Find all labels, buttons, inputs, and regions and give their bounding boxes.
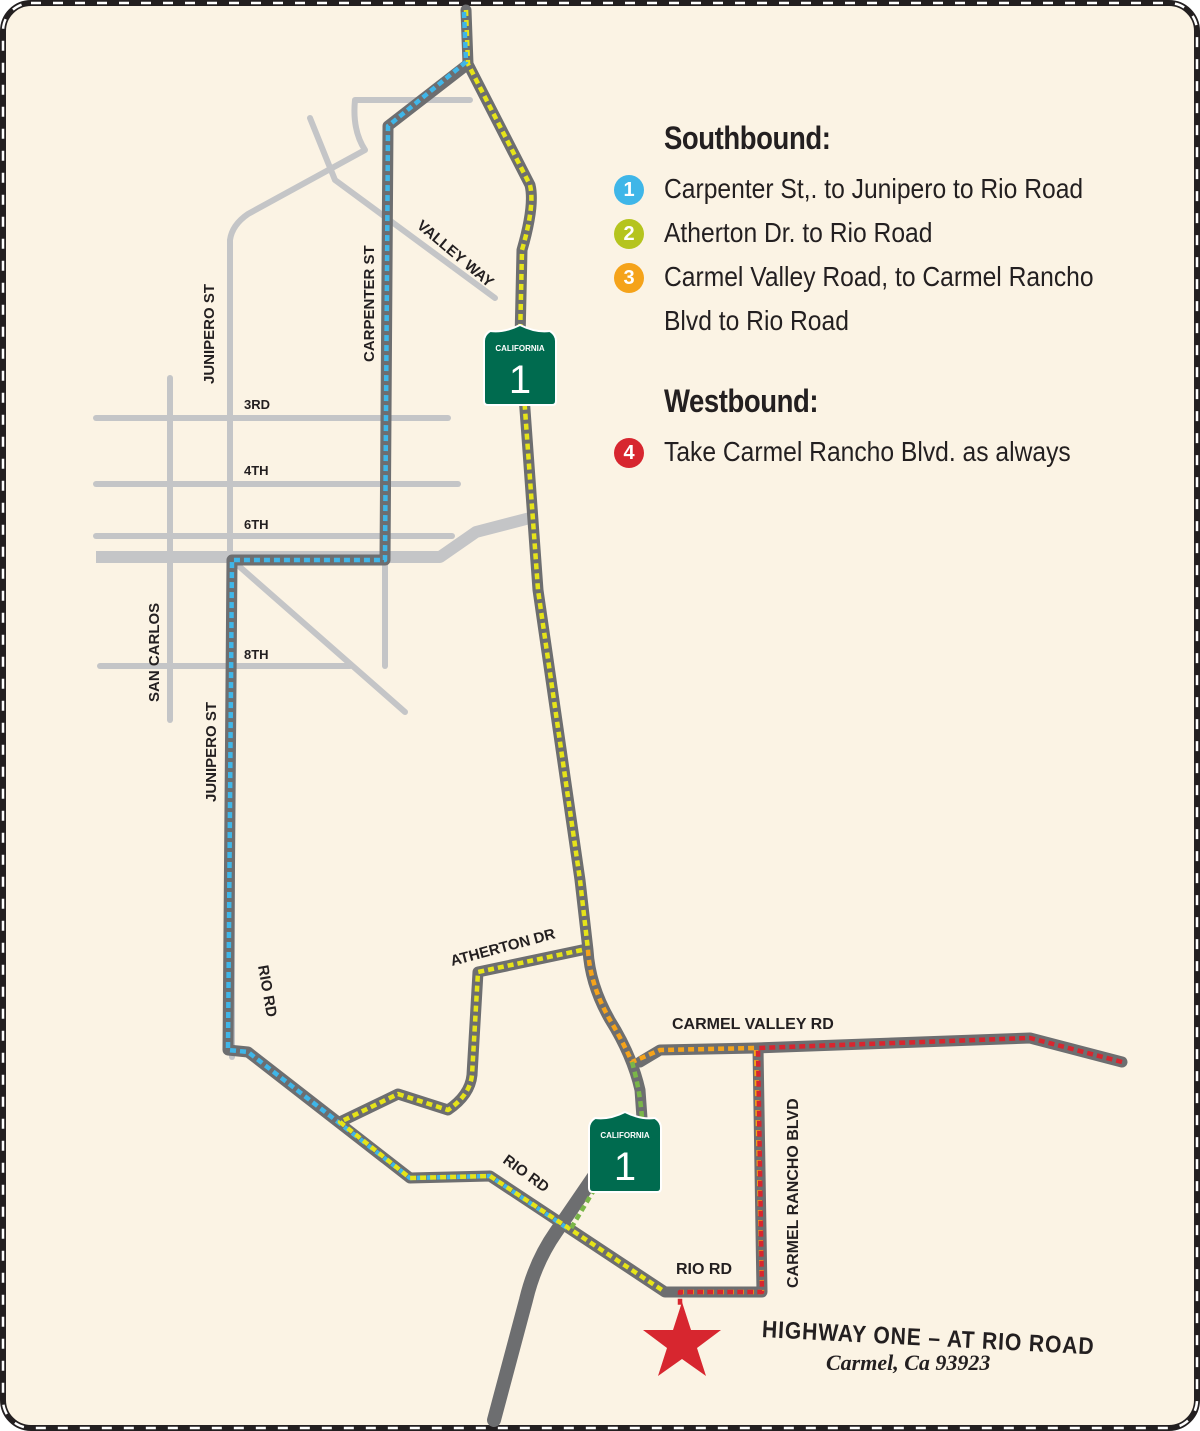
- route-green-path: [629, 1061, 645, 1119]
- route-3-badge-icon: 3: [614, 263, 644, 293]
- route-2-badge-icon: 2: [614, 219, 644, 249]
- route-4-badge-icon: 4: [614, 438, 644, 468]
- route-2-item: 2 Atherton Dr. to Rio Road: [610, 211, 1150, 255]
- route-4-item: 4 Take Carmel Rancho Blvd. as always: [610, 430, 1150, 474]
- shield-number-text: 1: [614, 1145, 636, 1189]
- route-2-highway: [463, 9, 591, 951]
- westbound-heading: Westbound:: [664, 383, 819, 419]
- shield-state-text: CALIFORNIA: [495, 344, 545, 353]
- highway-shield-north: CALIFORNIA 1: [483, 323, 557, 406]
- route-1-label: Carpenter St,. to Junipero to Rio Road: [664, 173, 1084, 204]
- street-label-san-carlos: SAN CARLOS: [146, 603, 163, 702]
- street-label-rio-rd-3: RIO RD: [676, 1261, 732, 1278]
- highway-shield-south: CALIFORNIA 1: [588, 1110, 662, 1193]
- route-2-atherton: [337, 947, 667, 1294]
- route-4-path: [677, 1035, 1123, 1308]
- route-3-item-line2: Blvd to Rio Road: [610, 299, 1150, 343]
- route-3-path: [585, 949, 765, 1295]
- street-label-junipero-north: JUNIPERO ST: [201, 284, 218, 384]
- route-4-label: Take Carmel Rancho Blvd. as always: [664, 436, 1071, 467]
- route-3-label-line2: Blvd to Rio Road: [664, 305, 849, 336]
- street-label-6th: 6TH: [244, 517, 269, 532]
- shield-number-text: 1: [509, 358, 531, 402]
- route-1-badge-icon: 1: [614, 175, 644, 205]
- route-1-item: 1 Carpenter St,. to Junipero to Rio Road: [610, 167, 1150, 211]
- destination-star-icon: [643, 1302, 721, 1376]
- street-label-carmel-valley: CARMEL VALLEY RD: [672, 1016, 834, 1033]
- street-label-carpenter: CARPENTER ST: [361, 245, 378, 362]
- route-3-label: Carmel Valley Road, to Carmel Rancho: [664, 261, 1094, 292]
- route-legend: Southbound: 1 Carpenter St,. to Junipero…: [610, 120, 1150, 474]
- route-3-item: 3 Carmel Valley Road, to Carmel Rancho: [610, 255, 1150, 299]
- street-label-junipero-south: JUNIPERO ST: [203, 702, 220, 802]
- street-label-8th: 8TH: [244, 647, 269, 662]
- street-label-4th: 4TH: [244, 463, 269, 478]
- route-1-path: [225, 11, 572, 1232]
- highway-south: [487, 1168, 602, 1427]
- destination-subtitle: Carmel, Ca 93923: [826, 1350, 991, 1375]
- street-label-3rd: 3RD: [244, 397, 270, 412]
- shield-state-text: CALIFORNIA: [600, 1131, 650, 1140]
- route-2-label: Atherton Dr. to Rio Road: [664, 217, 933, 248]
- southbound-heading: Southbound:: [664, 120, 831, 156]
- street-label-carmel-rancho: CARMEL RANCHO BLVD: [785, 1098, 802, 1288]
